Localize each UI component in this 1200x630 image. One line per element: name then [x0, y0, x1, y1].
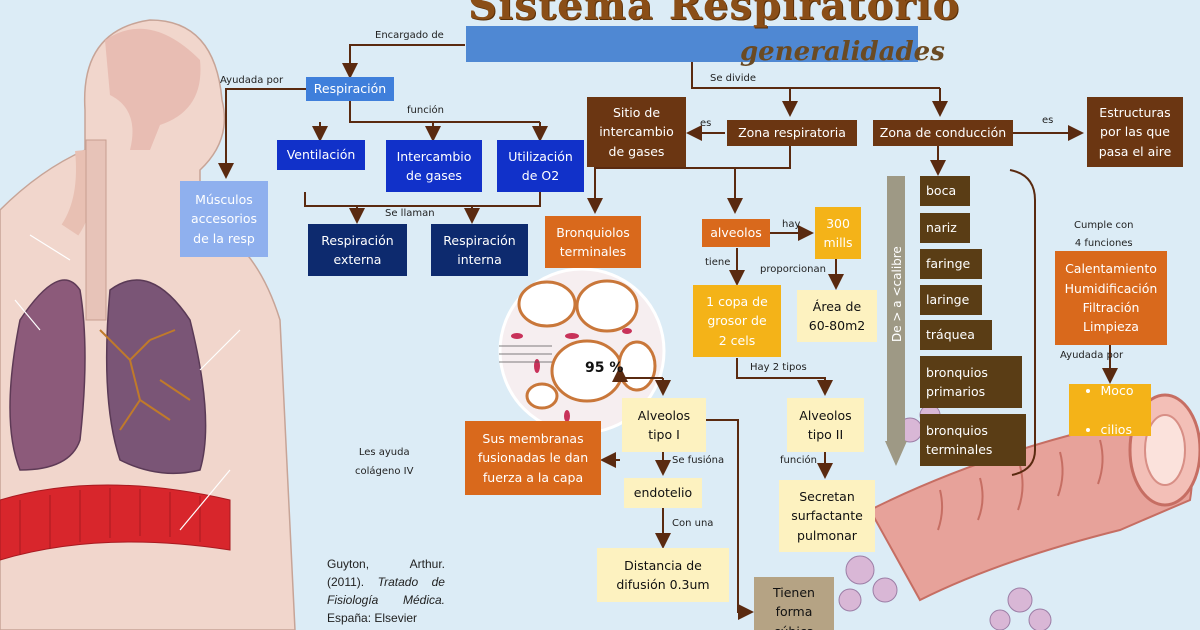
- box-moco-cilios: Moco cilios: [1069, 383, 1151, 437]
- box-copa: 1 copa de grosor de 2 cels: [693, 285, 781, 357]
- list-item-cilios: cilios: [1101, 420, 1134, 439]
- label-se-llaman: Se llaman: [385, 208, 435, 219]
- box-intercambio: Intercambio de gases: [386, 140, 482, 192]
- label-hay-2-tipos: Hay 2 tipos: [750, 362, 807, 373]
- box-bronquiolos-terminales: Bronquiolos terminales: [545, 216, 641, 268]
- page-subtitle: generalidades: [740, 37, 945, 67]
- box-sitio-intercambio: Sitio de intercambio de gases: [587, 97, 686, 167]
- box-tienen: Tienen forma cúbica: [754, 577, 834, 630]
- box-estructuras: Estructuras por las que pasa el aire: [1087, 97, 1183, 167]
- box-funciones: Calentamiento Humidificación Filtración …: [1055, 251, 1167, 345]
- label-funcion: función: [407, 105, 444, 116]
- box-zona-conduccion: Zona de conducción: [873, 120, 1013, 146]
- box-ventilacion: Ventilación: [277, 140, 365, 170]
- box-boca: boca: [920, 176, 970, 206]
- label-encargado: Encargado de: [375, 30, 444, 41]
- box-bronquios-terminales: bronquios terminales: [920, 414, 1026, 466]
- label-funcion-2: función: [780, 455, 817, 466]
- box-laringe: laringe: [920, 285, 982, 315]
- label-ayudada-por-2: Ayudada por: [1060, 350, 1124, 361]
- box-respiracion-externa: Respiración externa: [308, 224, 407, 276]
- label-es-left: es: [700, 118, 712, 129]
- box-distancia: Distancia de difusión 0.3um: [597, 548, 729, 602]
- box-musculos: Músculos accesorios de la resp: [180, 181, 268, 257]
- box-alveolos: alveolos: [702, 219, 770, 247]
- label-proporcionan: proporcionan: [760, 264, 826, 275]
- box-respiracion-interna: Respiración interna: [431, 224, 528, 276]
- lungs-illustration: [0, 19, 296, 630]
- box-faringe: faringe: [920, 249, 982, 279]
- label-cumple: Cumple con 4 funciones: [1074, 220, 1134, 249]
- box-endotelio: endotelio: [624, 478, 702, 508]
- label-hay: hay: [782, 219, 801, 230]
- moco-cilios-list: Moco cilios: [1087, 362, 1134, 459]
- label-se-divide: Se divide: [710, 73, 757, 84]
- page-title: Sistema Respiratorio: [468, 0, 961, 29]
- box-300-mills: 300 mills: [815, 207, 861, 259]
- citation-year: (2011).: [327, 575, 365, 589]
- box-utilizacion: Utilización de O2: [497, 140, 584, 192]
- label-95-percent: 95 %: [585, 360, 624, 376]
- calibre-label: De > a <calibre: [890, 246, 904, 342]
- label-ayudada-por: Ayudada por: [220, 75, 284, 86]
- calibre-arrow: [885, 176, 907, 466]
- label-es-right: es: [1042, 115, 1054, 126]
- box-traquea: tráquea: [920, 320, 992, 350]
- label-tiene: tiene: [705, 257, 731, 268]
- label-se-fusiona: Se fusióna: [672, 455, 725, 466]
- box-respiracion: Respiración: [306, 77, 394, 101]
- box-area: Área de 60-80m2: [797, 290, 877, 342]
- citation-author: Guyton, Arthur.: [327, 557, 445, 571]
- box-alveolos-tipo-2: Alveolos tipo II: [787, 398, 864, 452]
- citation-book: Tratado de Fisiología Médica.: [327, 575, 445, 607]
- citation: Guyton, Arthur. (2011). Tratado de Fisio…: [327, 555, 445, 627]
- citation-place: España: Elsevier: [327, 611, 418, 625]
- label-con-una: Con una: [672, 518, 714, 529]
- box-bronquios-primarios: bronquios primarios: [920, 356, 1022, 408]
- list-item-moco: Moco: [1101, 381, 1134, 400]
- label-les-ayuda: Les ayuda colágeno IV: [355, 447, 414, 477]
- box-alveolos-tipo-1: Alveolos tipo I: [622, 398, 706, 452]
- box-secretan: Secretan surfactante pulmonar: [779, 480, 875, 552]
- title-band: [466, 26, 918, 62]
- box-zona-respiratoria: Zona respiratoria: [727, 120, 857, 146]
- box-nariz: nariz: [920, 213, 970, 243]
- box-membranas: Sus membranas fusionadas le dan fuerza a…: [465, 421, 601, 495]
